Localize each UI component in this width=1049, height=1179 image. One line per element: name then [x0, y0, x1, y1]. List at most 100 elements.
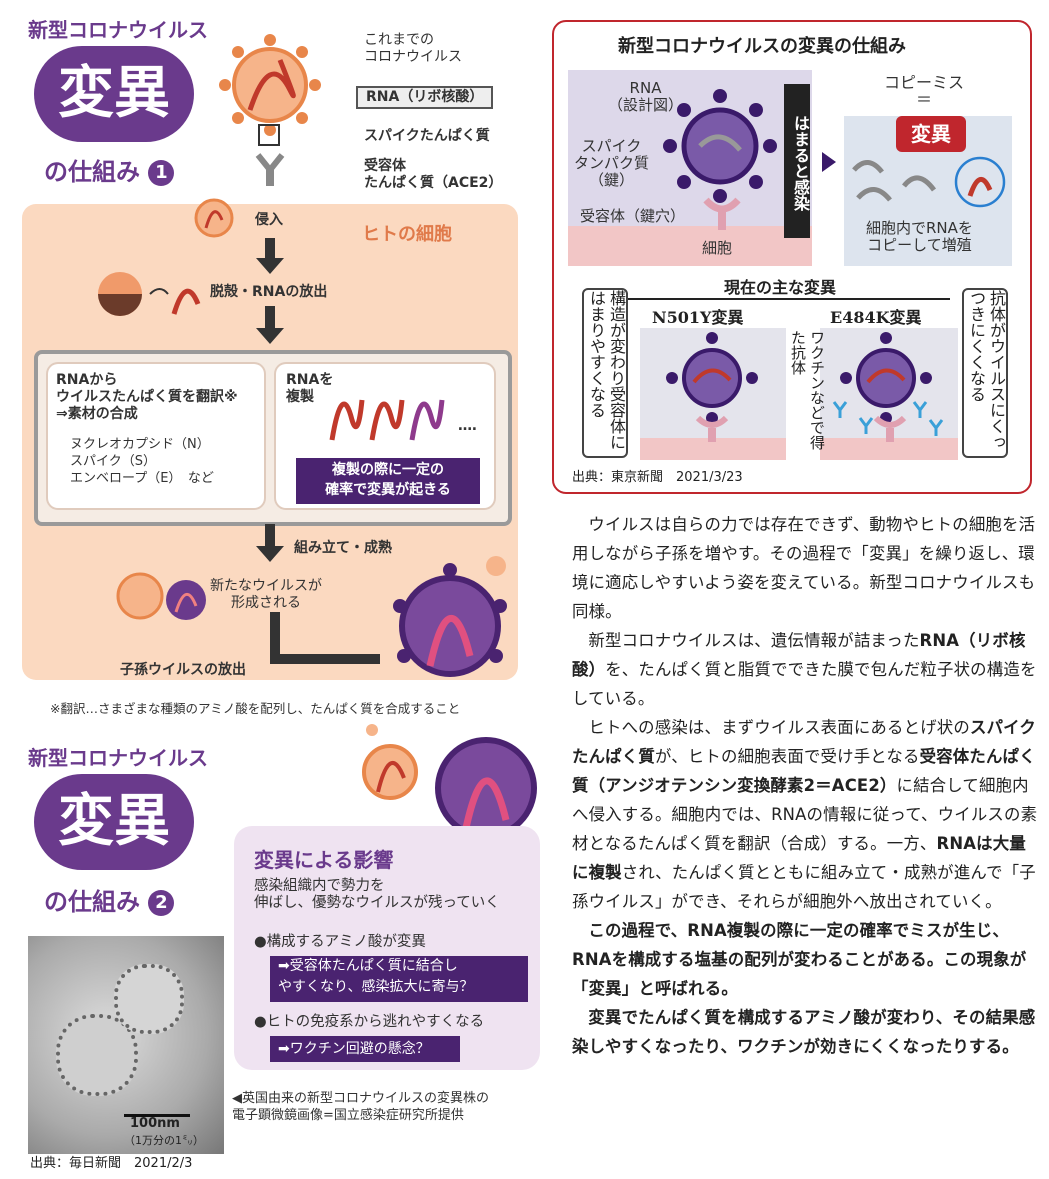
p3-text-a: ヒトへの感染は、まずウイルス表面にあるとげ状の [588, 718, 970, 737]
e484k-virus [840, 332, 932, 424]
article-paragraph-2: 新型コロナウイルスは、遺伝情報が詰まったRNA（リボ核酸）を、たんぱく質と脂質で… [572, 626, 1040, 713]
p3-bold-spike: スパイクたんぱく質 [572, 718, 1037, 766]
e484k-effect-box: 抗体がウイルスにくっつきにくくなる [962, 288, 1008, 458]
effects-title: 変異による影響 [254, 848, 394, 872]
fit-infect-label: はまると感染 [784, 84, 810, 238]
spike-box [258, 124, 280, 146]
panel1-topic: 新型コロナウイルス [28, 18, 208, 42]
copymiss-label: コピーミス ＝ [884, 73, 965, 109]
article-paragraph-1: ウイルスは自らの力では存在できず、動物やヒトの細胞を活用しながら子孫を増やす。そ… [572, 515, 1036, 621]
new-virus-label: 新たなウイルスが 形成される [210, 578, 322, 611]
mutation-burst: 変異 [896, 116, 966, 152]
panel2-topic: 新型コロナウイルス [28, 746, 208, 770]
replicate-label: RNAを 複製 [286, 372, 334, 405]
panel1-subtitle: の仕組み 1 [44, 152, 175, 187]
entering-virus-icon [194, 198, 234, 238]
panel2-credit: 出典：毎日新聞 2021/2/3 [30, 1156, 193, 1171]
release-arrow-bar [270, 654, 380, 664]
rna-copies-diagram [852, 156, 1006, 208]
copy-desc: 細胞内でRNAを コピーして増殖 [866, 219, 973, 254]
e484k-receptor [873, 415, 907, 442]
article-paragraph-4: この過程で、RNA複製の際に一定の確率でミスが生じ、RNAを構成する塩基の配列が… [572, 921, 1027, 998]
old-virus-label: これまでの コロナウイルス [364, 32, 462, 65]
receptor-icon [255, 153, 285, 186]
arrow-down-1 [256, 258, 284, 274]
n501y-effect-box: 構造が変わり受容体にはまりやすくなる [582, 288, 628, 458]
scale-label: 100nm [130, 1116, 180, 1131]
n501y-receptor [695, 415, 729, 442]
tokyo-title: 新型コロナウイルスの変異の仕組み [618, 36, 906, 57]
assemble-label: 組み立て・成熟 [294, 540, 392, 556]
p2-text-a: 新型コロナウイルスは、遺伝情報が詰まった [588, 631, 920, 650]
arrow-right [822, 152, 836, 172]
p3-text-c: が、ヒトの細胞表面で受け手となる [654, 747, 920, 766]
coronavirus-illustration [219, 34, 321, 136]
e484k-label: E484K変異 [830, 308, 922, 327]
footnote: ※翻訳…さまざまな種類のアミノ酸を配列し、たんぱく質を合成すること [50, 701, 461, 716]
spike-label: スパイクたんぱく質 [364, 128, 490, 144]
tokyo-panel [552, 20, 1032, 494]
article-paragraph-3: ヒトへの感染は、まずウイルス表面にあるとげ状のスパイクたんぱく質が、ヒトの細胞表… [572, 713, 1040, 916]
n501y-membrane [640, 438, 786, 460]
scale-bar [124, 1114, 190, 1117]
mutation-note: 複製の際に一定の 確率で変異が起きる [296, 458, 480, 504]
p2-text-c: を、たんぱく質と脂質でできた膜で包んだ粒子状の構造をしている。 [572, 660, 1037, 708]
human-cell-label: ヒトの細胞 [362, 224, 452, 245]
rna-blueprint-label: RNA （設計図） [608, 79, 684, 114]
e484k-membrane [820, 438, 958, 460]
vaccine-antibody-label: ワクチンなどで得た抗体 [789, 330, 826, 450]
tokyo-credit: 出典：東京新聞 2021/3/23 [572, 470, 743, 485]
effects-bullet-1: ●構成するアミノ酸が変異 [254, 934, 426, 950]
effects-desc: 感染組織内で勢力を 伸ばし、優勢なウイルスが残っていく [254, 878, 500, 911]
effects-box-1: ➡受容体たんぱく質に結合し やすくなり、感染拡大に寄与？ [270, 956, 528, 1002]
receptor-label: 受容体 たんぱく質（ACE2） [364, 158, 503, 191]
arrow-stem-3 [265, 524, 275, 546]
article-paragraph-5: 変異でたんぱく質を構成するアミノ酸が変わり、その結果感染しやすくなったり、ワクチ… [572, 1008, 1036, 1056]
purple-virus-with-spikes [663, 89, 777, 203]
materials-list: ヌクレオカプシド（N） スパイク（S） エンベロープ（E） など [70, 437, 214, 486]
rna-label: RNA（リボ核酸） [356, 86, 494, 109]
translate-box [48, 364, 264, 508]
micrograph-caption: ◀英国由来の新型コロナウイルスの変異株の 電子顕微鏡画像=国立感染症研究所提供 [232, 1091, 489, 1123]
panel1-subtitle-text: の仕組み [44, 158, 140, 186]
panel2-subtitle-text: の仕組み [44, 888, 140, 916]
effects-bullet-2: ●ヒトの免疫系から逃れやすくなる [254, 1014, 485, 1030]
p3-text-g: され、たんぱく質とともに組み立て・成熟が進んで「子孫ウイルス」ができ、それらが細… [572, 863, 1036, 911]
n501y-label: N501Y変異 [652, 308, 744, 327]
release-arrow-stem [270, 612, 280, 664]
assembling-virus-icon [116, 572, 206, 620]
virion-2 [114, 964, 184, 1034]
n501y-virus [666, 332, 758, 424]
spike-key-label: スパイク タンパク質 （鍵） [574, 137, 650, 189]
panel2-number: 2 [148, 890, 175, 916]
cell-label: 細胞 [702, 239, 733, 257]
antibodies-icon [832, 401, 944, 436]
arrow-down-3 [256, 546, 284, 562]
receptor-keyhole-icon [703, 197, 741, 230]
new-purple-virus [393, 556, 507, 677]
panel2-badge: 変異 [34, 774, 194, 870]
p2-bold-rna: RNA（リボ核酸） [572, 631, 1026, 679]
article-body: ウイルスは自らの力では存在できず、動物やヒトの細胞を活用しながら子孫を増やす。そ… [572, 510, 1040, 1061]
current-mutations-title: 現在の主な変異 [724, 278, 837, 297]
translate-label: RNAから ウイルスたんぱく質を翻訳※ ⇒素材の合成 [56, 372, 238, 422]
receptor-keyhole-label: 受容体（鍵穴） [580, 207, 686, 225]
p3-text-e: に結合して細胞内へ侵入する。細胞内では、RNAの情報に従って、ウイルスの素材とな… [572, 776, 1038, 853]
arrow-stem-1 [265, 238, 275, 258]
entry-label: 侵入 [255, 212, 283, 228]
effects-panel [234, 826, 540, 1070]
uncoating-icon [98, 272, 201, 316]
scale-sub-label: （1万分の1㍉） [124, 1134, 204, 1147]
cell-membrane [568, 226, 812, 266]
arrow-down-2 [256, 328, 284, 344]
panel2-subtitle: の仕組み 2 [44, 882, 175, 917]
effects-box-2: ➡ワクチン回避の懸念？ [270, 1036, 460, 1062]
panel1-number: 1 [148, 160, 175, 186]
release-label: 子孫ウイルスの放出 [120, 662, 246, 678]
panel1-badge: 変異 [34, 46, 194, 142]
title-underline [620, 298, 950, 300]
arrow-stem-2 [265, 306, 275, 328]
uncoat-label: 脱殻・RNAの放出 [210, 284, 328, 300]
rna-copies-icon [329, 399, 445, 441]
virion-1 [56, 1014, 138, 1096]
